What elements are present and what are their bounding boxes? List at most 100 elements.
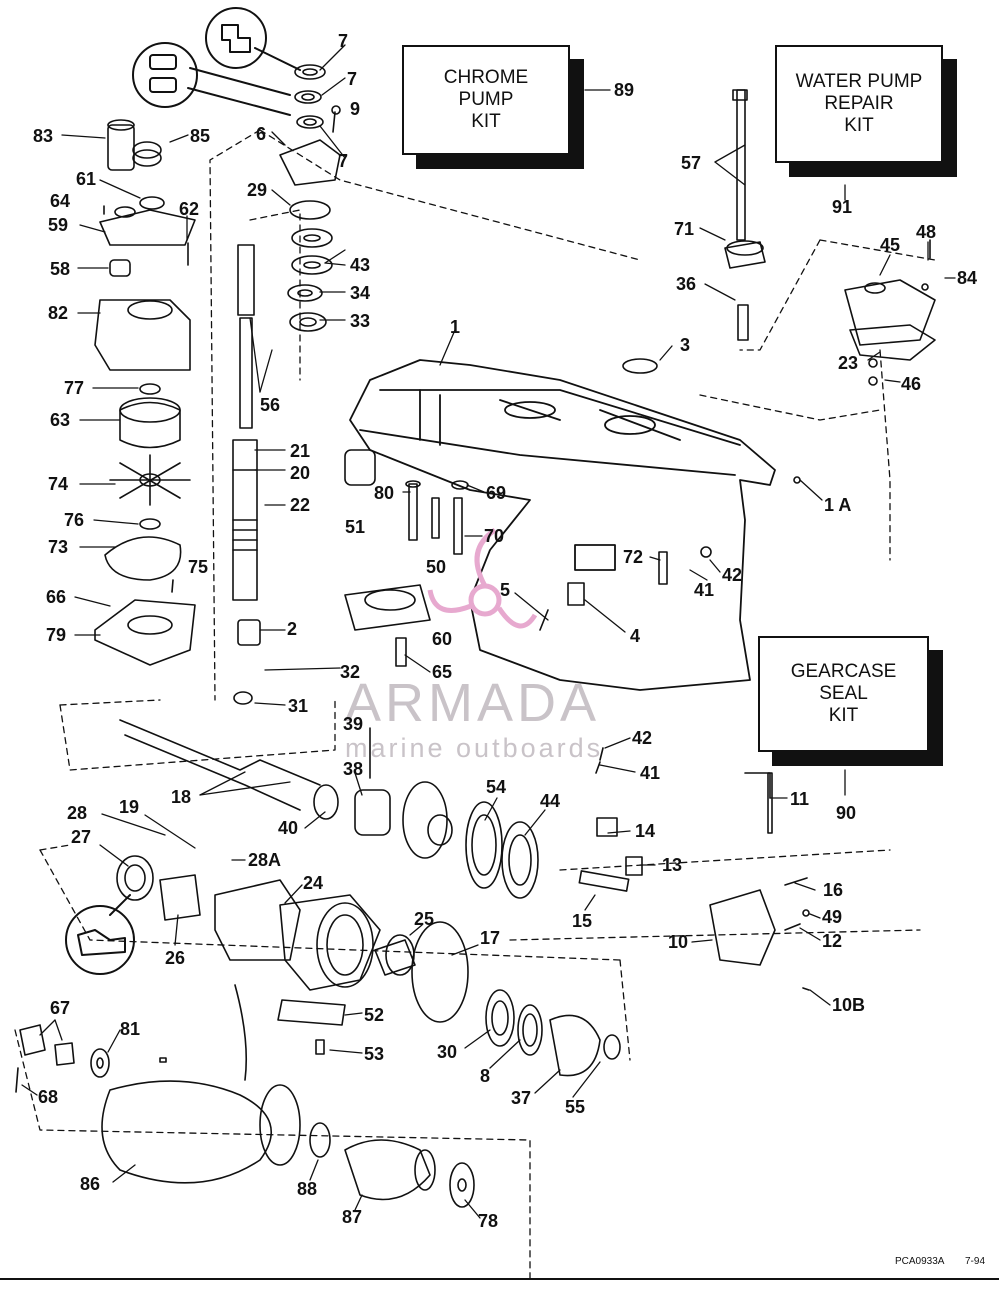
water-kit-line-1: WATER PUMP [795,71,923,92]
callout-27: 27 [71,827,92,847]
callout-90: 90 [836,803,857,823]
callout-25: 25 [414,909,435,929]
callout-26: 26 [165,948,186,968]
callout-80: 80 [374,483,395,503]
callout-22: 22 [290,495,311,515]
chrome-kit-line-1: CHROME [443,67,529,88]
detail-circles [65,7,301,975]
callout-55: 55 [565,1097,586,1117]
callout-44: 44 [540,791,561,811]
callout-61: 61 [76,169,97,189]
callout-31: 31 [288,696,309,716]
callout-89: 89 [614,80,635,100]
callout-9: 9 [350,99,361,119]
callout-34: 34 [350,283,371,303]
callout-17: 17 [480,928,501,948]
gearcase-housing [349,359,776,691]
water-kit-line-2: REPAIR [824,93,894,114]
callout-21: 21 [290,441,311,461]
callout-45: 45 [880,235,901,255]
callout-69: 69 [486,483,507,503]
callout-67: 67 [50,998,71,1018]
callout-36: 36 [676,274,697,294]
chrome-kit-line-3: KIT [471,111,501,132]
callout-56: 56 [260,395,281,415]
callout-60: 60 [432,629,453,649]
callout-37: 37 [511,1088,532,1108]
callout-72: 72 [623,547,644,567]
callout-10: 10 [668,932,689,952]
callout-28: 28 [67,803,88,823]
callout-12: 12 [822,931,843,951]
callout-38: 38 [343,759,364,779]
chrome-pump-kit-box: CHROME PUMP KIT [402,45,584,169]
gearcase-kit-line-1: GEARCASE [790,661,897,682]
callout-75: 75 [188,557,209,577]
callout-7: 7 [338,151,349,171]
callout-68: 68 [38,1087,59,1107]
callout-51: 51 [345,517,366,537]
callout-15: 15 [572,911,593,931]
callout-46: 46 [901,374,922,394]
callout-78: 78 [478,1211,499,1231]
callout-3: 3 [680,335,691,355]
callout-40: 40 [278,818,299,838]
callout-53: 53 [364,1044,385,1064]
callout-19: 19 [119,797,140,817]
water-kit-line-3: KIT [844,115,874,136]
callout-71: 71 [674,219,695,239]
callout-1: 1 [450,317,461,337]
callout-84: 84 [957,268,978,288]
callout-88: 88 [297,1179,318,1199]
callout-79: 79 [46,625,67,645]
callout-18: 18 [171,787,192,807]
bottom-rule [0,1278,999,1280]
gearcase-kit-line-3: KIT [828,705,859,726]
watermark-tagline: marine outboards [345,733,604,763]
leader-lines [21,44,956,1219]
drawing-date: 7-94 [965,1256,986,1267]
bolts-shafts [107,89,749,1063]
callout-85: 85 [190,126,211,146]
callout-5: 5 [500,580,511,600]
dashed-guides [14,129,936,1281]
callout-73: 73 [48,537,69,557]
water-pump-repair-kit-box: WATER PUMP REPAIR KIT [775,45,957,177]
callout-64: 64 [50,191,71,211]
callout-1a: 1 A [824,495,852,515]
gearcase-kit-line-2: SEAL [819,683,868,704]
callout-82: 82 [48,303,69,323]
callout-41: 41 [640,763,661,783]
callout-23: 23 [838,353,859,373]
callout-41: 41 [694,580,715,600]
callout-83: 83 [33,126,54,146]
callout-14: 14 [635,821,656,841]
callout-59: 59 [48,215,69,235]
callout-91: 91 [832,197,853,217]
callout-63: 63 [50,410,71,430]
callout-74: 74 [48,474,69,494]
callout-39: 39 [343,714,364,734]
callout-4: 4 [630,626,641,646]
callout-2: 2 [287,619,298,639]
callout-62: 62 [179,199,200,219]
callout-58: 58 [50,259,71,279]
callout-7: 7 [347,69,358,89]
callout-76: 76 [64,510,85,530]
callout-33: 33 [350,311,371,331]
callout-66: 66 [46,587,67,607]
callout-30: 30 [437,1042,458,1062]
callout-70: 70 [484,526,505,546]
callout-7: 7 [338,31,349,51]
callout-50: 50 [426,557,447,577]
callout-6: 6 [256,124,267,144]
callout-87: 87 [342,1207,363,1227]
callout-81: 81 [120,1019,141,1039]
callout-42: 42 [722,565,743,585]
callout-57: 57 [681,153,702,173]
callout-65: 65 [432,662,453,682]
callout-77: 77 [64,378,85,398]
callout-54: 54 [486,777,507,797]
callout-86: 86 [80,1174,101,1194]
